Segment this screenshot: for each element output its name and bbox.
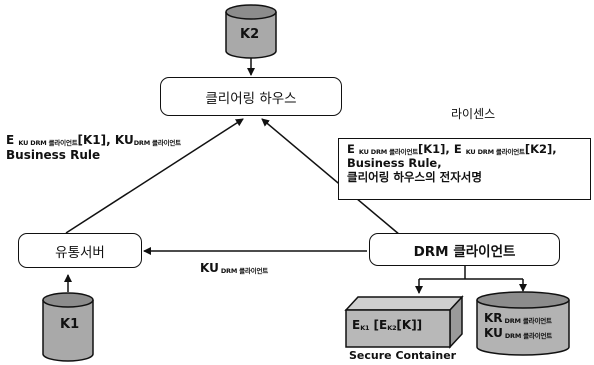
secure-container-icon bbox=[344, 295, 464, 349]
license-signature: 클리어링 하우스의 전자서명 bbox=[347, 169, 482, 184]
k1-arg-text: [K1], bbox=[418, 142, 454, 156]
drm-client-sub-text: DRM 클라이언트 bbox=[504, 317, 552, 325]
clearing-house-label: 클리어링 하우스 bbox=[205, 90, 297, 107]
kr-text: KR bbox=[484, 311, 503, 325]
ku-sub-text: KU bbox=[358, 148, 369, 156]
license-label: 라이센스 bbox=[451, 107, 496, 121]
k1-database-icon bbox=[42, 292, 94, 362]
ku-text: KU bbox=[200, 261, 219, 275]
license-business-rule: Business Rule, bbox=[347, 155, 442, 170]
ku-text: KU bbox=[114, 133, 134, 147]
k2-sub-text: K2 bbox=[387, 324, 397, 332]
drm-client-sub-text: DRM 클라이언트 bbox=[504, 332, 553, 340]
secure-container-content: EK1 [EK2[K]] bbox=[352, 318, 423, 332]
k1-sub-text: K1 bbox=[360, 324, 370, 332]
k1-label: K1 bbox=[60, 317, 80, 332]
e-prefix-text: E bbox=[453, 142, 462, 156]
ku-sub-text: KU bbox=[18, 139, 29, 147]
drm-client-fork-arrows bbox=[415, 265, 527, 294]
drm-client-to-clearing-arrow bbox=[261, 118, 401, 236]
drm-client-sub-text: DRM 클라이언트 bbox=[370, 148, 418, 156]
k2-label: K2 bbox=[240, 27, 260, 42]
distribution-server-node: 유통서버 bbox=[18, 233, 142, 268]
bracket-open-text: [E bbox=[369, 318, 388, 332]
k2-database-icon bbox=[225, 4, 277, 59]
client-keys-database-icon bbox=[476, 291, 570, 356]
drm-client-sub-text: DRM 클라이언트 bbox=[30, 139, 78, 147]
ku-text: KU bbox=[484, 326, 503, 340]
clearing-house-node: 클리어링 하우스 bbox=[160, 77, 342, 116]
drm-client-sub-text: DRM 클라이언트 bbox=[220, 267, 269, 275]
bracket-close-text: [K]] bbox=[396, 318, 423, 332]
distribution-to-clearing-message: E KU DRM 클라이언트[K1], KUDRM 클라이언트 bbox=[6, 133, 181, 147]
distribution-server-label: 유통서버 bbox=[55, 244, 105, 261]
k2-arg-text: [K2], bbox=[524, 142, 557, 156]
license-content-box: E KU DRM 클라이언트[K1], E KU DRM 클라이언트[K2], … bbox=[338, 138, 591, 200]
distribution-to-clearing-arrow bbox=[65, 118, 244, 234]
business-rule-text: Business Rule bbox=[6, 148, 101, 162]
e-prefix-text: E bbox=[347, 142, 355, 156]
drm-client-sub-text: DRM 클라이언트 bbox=[477, 148, 525, 156]
ku-sub-text: KU bbox=[465, 148, 476, 156]
e-prefix-text: E bbox=[6, 133, 15, 147]
drm-client-node: DRM 클라이언트 bbox=[369, 233, 560, 266]
license-line-1: E KU DRM 클라이언트[K1], E KU DRM 클라이언트[K2], bbox=[347, 142, 557, 157]
secure-container-label: Secure Container bbox=[349, 349, 457, 362]
drm-client-sub-text: DRM 클라이언트 bbox=[133, 139, 181, 147]
e-prefix-text: E bbox=[352, 318, 361, 332]
drm-client-label: DRM 클라이언트 bbox=[413, 243, 516, 260]
k1-arg-text: [K1], bbox=[77, 133, 115, 147]
